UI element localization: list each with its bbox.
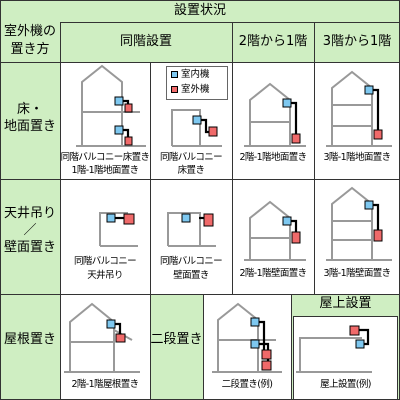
row-ceiling-line1: 天井吊り	[3, 206, 56, 221]
legend-outdoor-label: 室外機	[181, 84, 210, 95]
drawing-r2c2	[167, 212, 216, 247]
drawing-r2c4	[326, 186, 392, 261]
column-2f-to-1f: 2階から1階	[238, 34, 308, 49]
row-header-line2: 置き方	[10, 42, 50, 57]
drawing-r2c1	[99, 212, 138, 247]
caption-r2c2-line2: 壁面置き	[173, 270, 209, 281]
rooftop-label: 屋上設置	[319, 296, 372, 311]
column-same-floor: 同階設置	[119, 34, 172, 49]
setting-status-header: 設置状況	[173, 3, 226, 18]
drawing-r2c3	[244, 200, 306, 261]
row-roof: 屋根置き	[3, 332, 56, 347]
caption-r2c2-line1: 同階バルコニー	[159, 256, 223, 267]
two-stage-example: 二段置き(例)	[221, 379, 273, 390]
caption-r1c2-line1: 同階バルコニー	[159, 152, 223, 163]
caption-r1c1-line2: 1階-1階地面置き	[71, 165, 139, 176]
caption-r2c4: 3階-1階壁面置き	[323, 268, 391, 279]
drawing-r1c3	[244, 82, 306, 147]
caption-r1c4: 3階-1階地面置き	[323, 152, 391, 163]
drawing-r1c1	[76, 64, 146, 147]
caption-r1c3: 2階-1階地面置き	[239, 152, 307, 163]
drawing-r3c1	[64, 302, 140, 373]
caption-r2c1-line2: 天井吊り	[87, 270, 123, 281]
row-header-line1: 室外機の	[3, 24, 56, 39]
top-header-band	[0, 0, 400, 22]
caption-r3c1: 2階-1階屋根置き	[71, 379, 139, 390]
drawing-two-stage	[212, 302, 282, 373]
legend-indoor-label: 室内機	[181, 69, 210, 80]
rooftop-example: 屋上設置(例)	[320, 379, 371, 390]
drawing-rooftop	[296, 325, 372, 373]
legend-indoor-swatch	[171, 71, 178, 78]
column-3f-to-1f: 3階から1階	[322, 34, 392, 49]
row-ceiling-line3: 壁面置き	[3, 240, 56, 255]
two-stage-label: 二段置き	[150, 332, 203, 347]
caption-r2c1-line1: 同階バルコニー	[73, 256, 137, 267]
row-ceiling-line2: ／	[23, 223, 37, 238]
row-floor-line1: 床・	[16, 102, 43, 117]
caption-r2c3: 2階-1階壁面置き	[239, 268, 307, 279]
legend-outdoor-swatch	[171, 86, 178, 93]
caption-r1c1-line1: 同階バルコニー床置き	[60, 152, 150, 163]
row-floor-line2: 地面置き	[3, 119, 56, 134]
column-header-band	[0, 22, 400, 62]
drawing-r1c4	[326, 70, 392, 147]
caption-r1c2-line2: 床置き	[177, 165, 205, 176]
row-label-band	[0, 62, 60, 400]
drawing-r1c2	[171, 109, 222, 147]
